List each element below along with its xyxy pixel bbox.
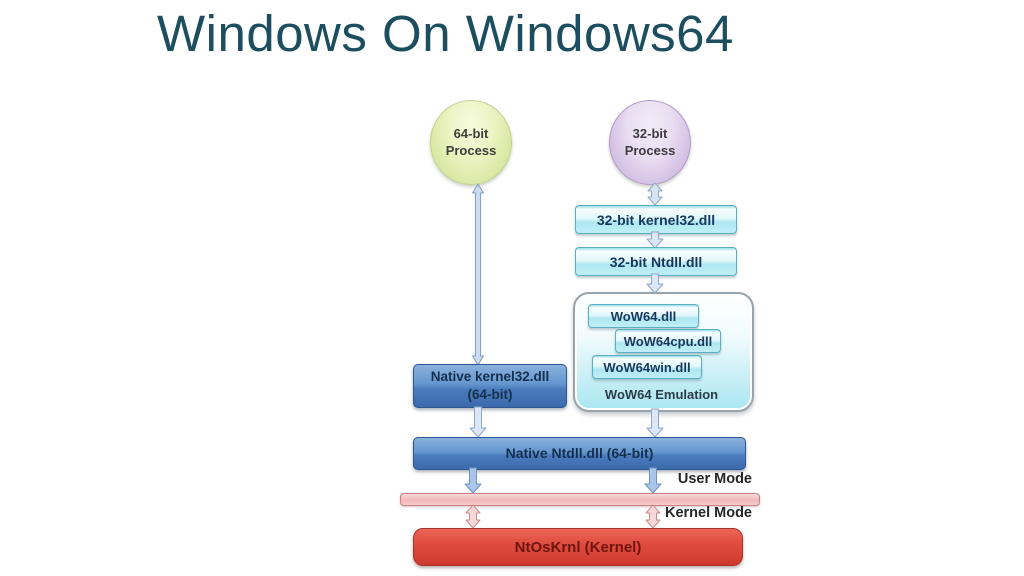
box-wow64win-dll: WoW64win.dll	[592, 355, 702, 379]
process-64bit-label-line2: Process	[445, 142, 497, 158]
box-32bit-kernel32: 32-bit kernel32.dll	[575, 205, 737, 234]
arrow-32bit-to-kernel32	[647, 182, 663, 206]
box-32bit-ntdll-label: 32-bit Ntdll.dll	[609, 253, 703, 270]
arrow-kernel32-to-ntdll32	[646, 231, 664, 249]
process-32bit-node: 32-bit Process	[609, 100, 691, 185]
box-wow64cpu-dll-label: WoW64cpu.dll	[623, 333, 713, 349]
arrow-64bit-to-native-kernel32	[472, 183, 484, 366]
kernel-mode-label: Kernel Mode	[664, 505, 752, 521]
mode-boundary-bar	[400, 493, 760, 506]
box-ntoskrnl-label: NtOsKrnl (Kernel)	[514, 538, 642, 556]
arrow-native-ntdll-to-boundary-right	[644, 467, 662, 494]
arrow-ntdll32-to-wow64	[646, 273, 664, 294]
arrow-wow64-to-native-ntdll	[646, 408, 664, 438]
wow64-emulation-label: WoW64 Emulation	[604, 387, 719, 402]
box-native-kernel32: Native kernel32.dll (64-bit)	[413, 364, 567, 408]
user-mode-label: User Mode	[677, 471, 752, 487]
arrow-boundary-to-kernel-left	[465, 504, 481, 529]
arrow-boundary-to-kernel-right	[645, 504, 661, 529]
box-wow64win-dll-label: WoW64win.dll	[603, 359, 691, 375]
box-native-ntdll: Native Ntdll.dll (64-bit)	[413, 437, 746, 470]
box-native-kernel32-line1: Native kernel32.dll	[430, 368, 550, 384]
box-32bit-kernel32-label: 32-bit kernel32.dll	[596, 211, 716, 228]
process-64bit-label-line1: 64-bit	[453, 126, 489, 142]
box-native-ntdll-label: Native Ntdll.dll (64-bit)	[505, 445, 654, 462]
process-32bit-label-line1: 32-bit	[632, 126, 668, 142]
process-64bit-node: 64-bit Process	[430, 100, 512, 185]
box-wow64-dll: WoW64.dll	[588, 304, 699, 328]
process-32bit-label-line2: Process	[624, 142, 676, 158]
box-wow64cpu-dll: WoW64cpu.dll	[615, 329, 721, 353]
box-32bit-ntdll: 32-bit Ntdll.dll	[575, 247, 737, 276]
arrow-native-kernel32-to-native-ntdll	[469, 406, 487, 438]
box-ntoskrnl: NtOsKrnl (Kernel)	[413, 528, 743, 566]
box-wow64-dll-label: WoW64.dll	[610, 308, 677, 324]
page-title: Windows On Windows64	[157, 5, 734, 62]
box-native-kernel32-line2: (64-bit)	[467, 387, 513, 402]
arrow-native-ntdll-to-boundary-left	[464, 467, 482, 494]
